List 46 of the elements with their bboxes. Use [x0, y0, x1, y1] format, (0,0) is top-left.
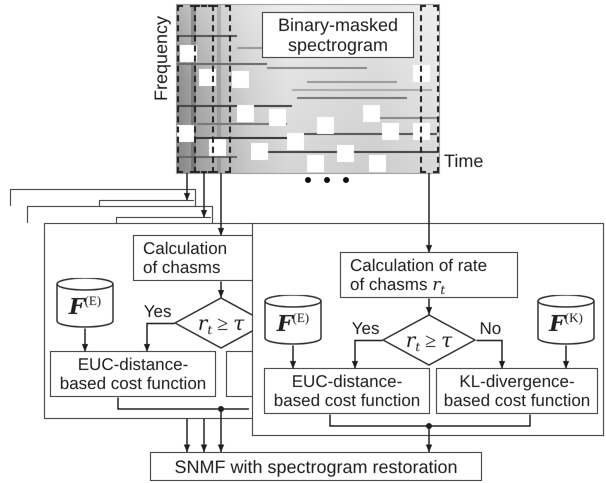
process-box: Calculation of chasms: [133, 235, 252, 281]
arrow: [184, 173, 190, 201]
connector-line: [329, 414, 429, 427]
dashed-frame: [212, 5, 231, 173]
stacked-panel: [27, 206, 213, 223]
arrow: [426, 298, 432, 315]
connector-line: [429, 414, 531, 427]
edge-label: Yes: [144, 302, 172, 320]
arrow: [476, 340, 506, 369]
condition-text: r$_{t}$ ≥ τ: [198, 312, 244, 334]
arrow: [562, 346, 570, 369]
arrow: [200, 419, 208, 452]
process-box: SNMF with spectrogram restoration: [150, 452, 482, 481]
process-box: [99, 200, 194, 206]
matrix-symbol: F$^{(K)}$: [549, 314, 583, 336]
process-box: Calculation of rate of chasms r$_{t}$: [340, 252, 518, 298]
matrix-symbol: F$^{(E)}$: [276, 314, 310, 336]
arrow: [200, 173, 208, 218]
matrix-symbol: F$^{(E)}$: [68, 297, 102, 319]
arrow: [144, 322, 174, 352]
arrow: [426, 426, 432, 452]
arrow: [290, 346, 296, 369]
process-box: KL-divergence-based cost function: [436, 368, 598, 414]
arrow: [218, 282, 224, 298]
condition-text: r$_{t}$ ≥ τ: [406, 328, 452, 352]
axis-label: Time: [444, 151, 484, 171]
edge-label: Yes: [352, 318, 380, 338]
arrow: [82, 328, 88, 352]
arrow: [218, 173, 224, 236]
arrow: [426, 173, 432, 253]
title-box: Binary-masked spectrogram: [262, 12, 414, 58]
dashed-frame: [177, 5, 196, 173]
stacked-panel: [44, 223, 252, 419]
dashed-frame: [420, 5, 439, 173]
stacked-panel: [252, 223, 604, 436]
process-box: EUC-distance-based cost function: [50, 351, 216, 397]
dashed-frame: [194, 5, 214, 173]
process-box: EUC-distance-based cost function: [264, 368, 430, 414]
axis-label: Frequency: [151, 16, 171, 102]
stacked-panel: [10, 189, 196, 206]
arrow: [117, 396, 250, 453]
process-box: [116, 217, 211, 222]
arrow: [184, 419, 190, 452]
edge-label: No: [480, 318, 502, 338]
process-box: [226, 351, 252, 397]
arrow: [352, 340, 382, 369]
